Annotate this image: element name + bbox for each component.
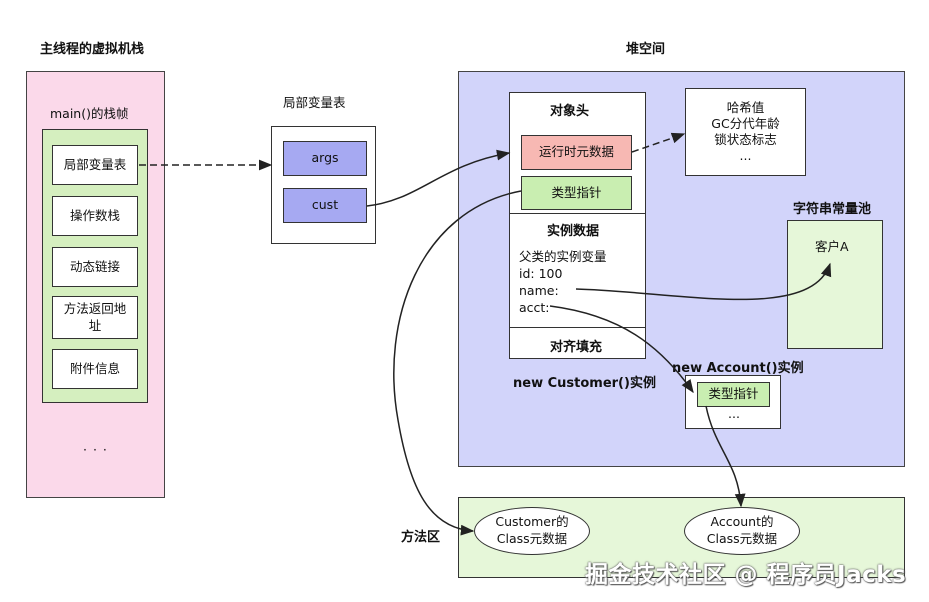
mark-ellipsis: ... xyxy=(739,148,752,164)
padding-divider xyxy=(509,327,646,328)
frame-label: main()的栈帧 xyxy=(50,106,129,121)
account-ellipsis: ... xyxy=(728,406,740,421)
string-customer-a: 客户A xyxy=(815,239,849,254)
instance-fields: 父类的实例变量 id: 100 name: acct: xyxy=(519,248,607,316)
local-cust: cust xyxy=(283,188,367,223)
runtime-metadata: 运行时元数据 xyxy=(521,135,632,170)
string-pool xyxy=(787,220,883,349)
frame-item-operand-stack: 操作数栈 xyxy=(52,196,138,236)
watermark: 掘金技术社区 @ 程序员Jacks xyxy=(585,562,907,588)
padding-title: 对齐填充 xyxy=(550,340,603,355)
instance-divider xyxy=(509,213,646,214)
account-type-pointer: 类型指针 xyxy=(697,382,770,407)
local-args: args xyxy=(283,141,367,176)
frame-item-extra-info: 附件信息 xyxy=(52,349,138,389)
stack-ellipsis: · · · xyxy=(83,442,108,457)
customer-class-metadata: Customer的 Class元数据 xyxy=(474,507,590,555)
customer-caption: new Customer()实例 xyxy=(513,376,656,391)
frame-item-return-address: 方法返回地址 xyxy=(52,296,138,339)
field-acct: acct: xyxy=(519,300,550,315)
heap-title: 堆空间 xyxy=(626,42,666,57)
instance-data-title: 实例数据 xyxy=(547,224,600,239)
method-area-label: 方法区 xyxy=(401,530,441,545)
field-name: name: xyxy=(519,283,559,298)
customer-type-pointer: 类型指针 xyxy=(521,176,632,210)
mark-word-box: 哈希值 GC分代年龄 锁状态标志 ... xyxy=(685,88,806,176)
field-id: id: 100 xyxy=(519,266,563,281)
mark-lock-flag: 锁状态标志 xyxy=(714,132,777,147)
frame-item-dynamic-link: 动态链接 xyxy=(52,247,138,287)
locals-title: 局部变量表 xyxy=(283,95,346,110)
field-parent-vars: 父类的实例变量 xyxy=(519,249,607,264)
stack-title: 主线程的虚拟机栈 xyxy=(40,42,145,57)
object-header-title: 对象头 xyxy=(550,104,590,119)
mark-hash: 哈希值 xyxy=(726,99,765,115)
account-class-metadata: Account的 Class元数据 xyxy=(684,507,800,555)
frame-item-local-vars: 局部变量表 xyxy=(52,145,138,185)
mark-gc-age: GC分代年龄 xyxy=(711,115,780,131)
account-caption: new Account()实例 xyxy=(672,361,804,376)
string-pool-title: 字符串常量池 xyxy=(793,202,872,217)
